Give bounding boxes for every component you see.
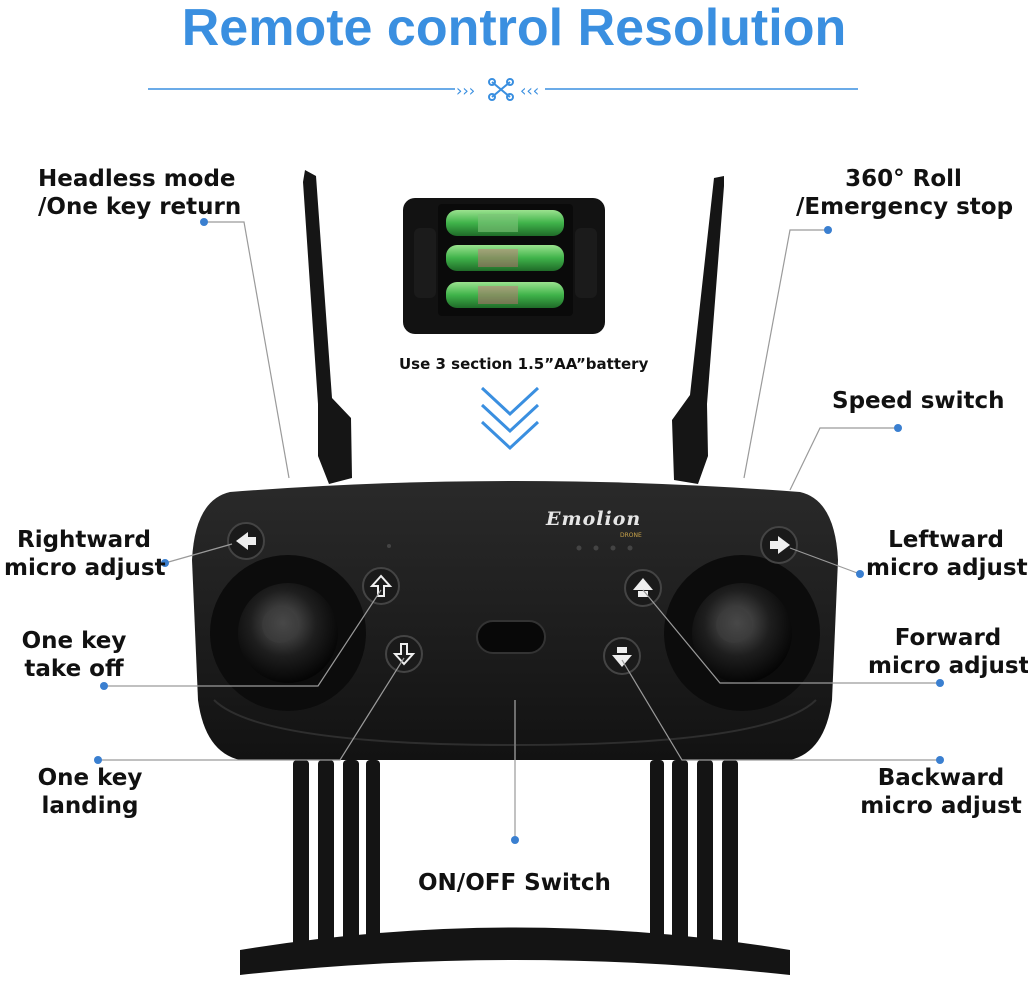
arrow-down-icon (385, 635, 423, 673)
arrow-up-icon (362, 567, 400, 605)
brand-logo: Emolion (546, 508, 642, 530)
power-switch (476, 620, 546, 654)
svg-text:›››: ››› (456, 81, 475, 100)
title-divider: ››› ‹‹‹ (148, 78, 858, 101)
label-360-roll: 360° Roll /Emergency stop (796, 166, 1014, 220)
brand-sub: DRONE (620, 532, 642, 539)
drone-divider-icon (488, 78, 514, 101)
label-landing: One key landing (37, 765, 143, 819)
label-headless-mode: Headless mode /One key return (38, 166, 242, 220)
arrow-up-icon (624, 569, 662, 607)
arrow-down-icon (603, 637, 641, 675)
chevron-down-icon (480, 386, 540, 451)
label-rightward: Rightward micro adjust (4, 527, 166, 581)
leader-dots (94, 218, 944, 844)
arrow-left-icon (227, 522, 265, 560)
controller-stand (240, 760, 790, 975)
label-on-off-switch: ON/OFF Switch (418, 870, 611, 896)
arrow-right-icon (760, 526, 798, 564)
page-title: Remote control Resolution (181, 0, 847, 57)
svg-text:‹‹‹: ‹‹‹ (520, 81, 539, 100)
label-forward: Forward micro adjust (868, 625, 1028, 679)
label-speed-switch: Speed switch (832, 388, 1005, 414)
label-take-off: One key take off (21, 628, 127, 682)
left-antenna (303, 170, 352, 484)
label-backward: Backward micro adjust (860, 765, 1022, 819)
right-antenna (672, 176, 724, 484)
battery-caption: Use 3 section 1.5”AA”battery (399, 355, 649, 373)
battery-image (403, 198, 605, 334)
label-leftward: Leftward micro adjust (866, 527, 1028, 581)
leader-lines (98, 221, 940, 840)
